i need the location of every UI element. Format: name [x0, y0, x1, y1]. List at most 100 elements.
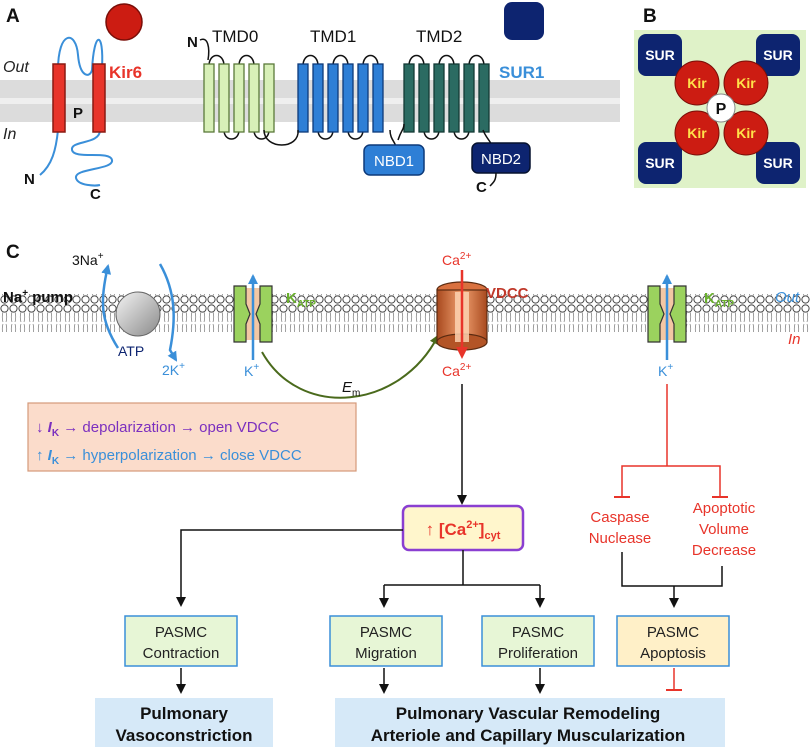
- kir6-label: Kir6: [109, 63, 142, 82]
- nbd1-label: NBD1: [374, 153, 414, 170]
- tmd2-helix: [433, 63, 445, 133]
- k-label-left: K+: [244, 362, 259, 379]
- tmd2-helix: [403, 63, 415, 133]
- nbd2-domain: [471, 142, 531, 174]
- sur-subunit: [638, 34, 682, 76]
- panel-a-membrane-line: [0, 98, 620, 104]
- kir-subunit-label: Kir: [736, 75, 756, 91]
- katp-subunit-right-a: [647, 285, 665, 343]
- outcome-left-line1: Pulmonary: [140, 704, 228, 723]
- tmd1-loop: [332, 54, 349, 67]
- sur-subunit-label: SUR: [763, 155, 793, 171]
- pasmc-migration-box-line2: Migration: [355, 645, 417, 662]
- panel-c-label: C: [6, 242, 20, 263]
- tmd1-helix: [327, 63, 339, 133]
- panel-c: C 3Na+ Na+ pump ATP 2K+ KATP K+ Em: [0, 242, 810, 747]
- na-out-label: 3Na+: [72, 251, 104, 268]
- nbd1-domain: [363, 144, 425, 176]
- panel-a-out-label: Out: [3, 59, 29, 76]
- tmd0-loop: [208, 54, 225, 67]
- pasmc-proliferation-box: [481, 615, 595, 667]
- sur1-tmd-domains: [203, 54, 490, 140]
- sur-subunit: [638, 142, 682, 184]
- tmd1-helix: [372, 63, 384, 133]
- outcome-right-line1: Pulmonary Vascular Remodeling: [396, 704, 661, 723]
- tmd2-helix: [448, 63, 460, 133]
- avd-label-3: Decrease: [692, 542, 756, 559]
- sur1-legend-square: [504, 2, 544, 40]
- tmd2-loop: [438, 54, 455, 67]
- avd-label-2: Volume: [699, 521, 749, 538]
- na-pump-arrow-out: [101, 264, 120, 349]
- outcome-left-line2: Vasoconstriction: [116, 726, 253, 745]
- na-pump-label: Na+ pump: [3, 288, 73, 306]
- ik-legend-box: [27, 402, 357, 472]
- pore-center-label: P: [716, 101, 727, 118]
- apoptosis-split-line: [621, 465, 721, 496]
- pasmc-proliferation-box-line2: Proliferation: [498, 645, 578, 662]
- tmd0-n-tail: [199, 38, 210, 61]
- kir6-c-tail: [71, 129, 113, 187]
- katp-subunit-left-b: [255, 285, 273, 343]
- kir6-m1-helix: [52, 63, 66, 133]
- tmd2-label: TMD2: [416, 27, 462, 46]
- kir6-n-tail: [39, 129, 59, 176]
- kir-subunit: [674, 110, 720, 156]
- kir6-legend-circle: [105, 3, 143, 41]
- tmd2-loop: [408, 54, 425, 67]
- tmd2-helix: [478, 63, 490, 133]
- k-in-label: 2K+: [162, 361, 185, 378]
- avd-label-1: Apoptotic: [693, 500, 756, 517]
- ik-legend-line-2: ↑ IK → hyperpolarization → close VDCC: [36, 447, 302, 467]
- tmd0-n-label: N: [187, 34, 198, 51]
- kir-subunit-label: Kir: [687, 125, 707, 141]
- em-label: Em: [342, 379, 360, 399]
- kir-subunit: [723, 60, 769, 106]
- k-label-right: K+: [658, 362, 673, 379]
- kir6-loop: [57, 36, 104, 76]
- tmd1-helix: [357, 63, 369, 133]
- pasmc-contraction-box-line2: Contraction: [143, 645, 220, 662]
- kir6-n-label: N: [24, 171, 35, 188]
- tmd0-helix: [203, 63, 215, 133]
- kir-subunit-label: Kir: [687, 75, 707, 91]
- tmd1-helix: [312, 63, 324, 133]
- katp-subunit-left-a: [233, 285, 251, 343]
- tmd2-helix: [463, 63, 475, 133]
- katp-label-left: KATP: [286, 290, 316, 310]
- apoptosis-merge-line: [621, 552, 723, 587]
- nbd2-c-label: C: [476, 179, 487, 196]
- membrane-potential-arrow: [261, 334, 439, 399]
- tmd0-helix: [248, 63, 260, 133]
- tmd0-helix: [233, 63, 245, 133]
- katp-label-right: KATP: [704, 290, 734, 310]
- katp-channel-left: [233, 274, 273, 360]
- na-pump-arrow-in: [158, 263, 178, 362]
- pasmc-migration-box: [329, 615, 443, 667]
- panel-a-label: A: [6, 6, 20, 27]
- tmd0-tmd1-linker: [263, 129, 299, 146]
- tmd1-helix: [342, 63, 354, 133]
- tmd0-helix: [263, 63, 275, 133]
- nbd2-label: NBD2: [481, 151, 521, 168]
- panel-a-in-label: In: [3, 126, 16, 143]
- sur-subunit: [756, 34, 800, 76]
- nbd2-c-tail: [489, 172, 497, 187]
- pore-center: [706, 93, 736, 123]
- pasmc-apoptosis-box: [616, 615, 730, 667]
- sur-subunit-label: SUR: [645, 47, 675, 63]
- panel-c-in-label: In: [788, 331, 801, 348]
- tmd0-label: TMD0: [212, 27, 258, 46]
- panel-a: A Out In P N C Kir6 N TMD0 TMD1 TMD2 SUR…: [0, 2, 620, 203]
- katp-channel-right: [647, 274, 687, 360]
- pasmc-boxes: PASMCContractionPASMCMigrationPASMCProli…: [124, 615, 730, 667]
- outcome-right-box: [335, 698, 725, 747]
- tmd1-loop: [302, 54, 319, 67]
- panel-b-label: B: [643, 6, 657, 27]
- pasmc-contraction-box: [124, 615, 238, 667]
- katp-subunit-right-b: [669, 285, 687, 343]
- tmd1-loop: [362, 54, 379, 67]
- kir-subunit: [674, 60, 720, 106]
